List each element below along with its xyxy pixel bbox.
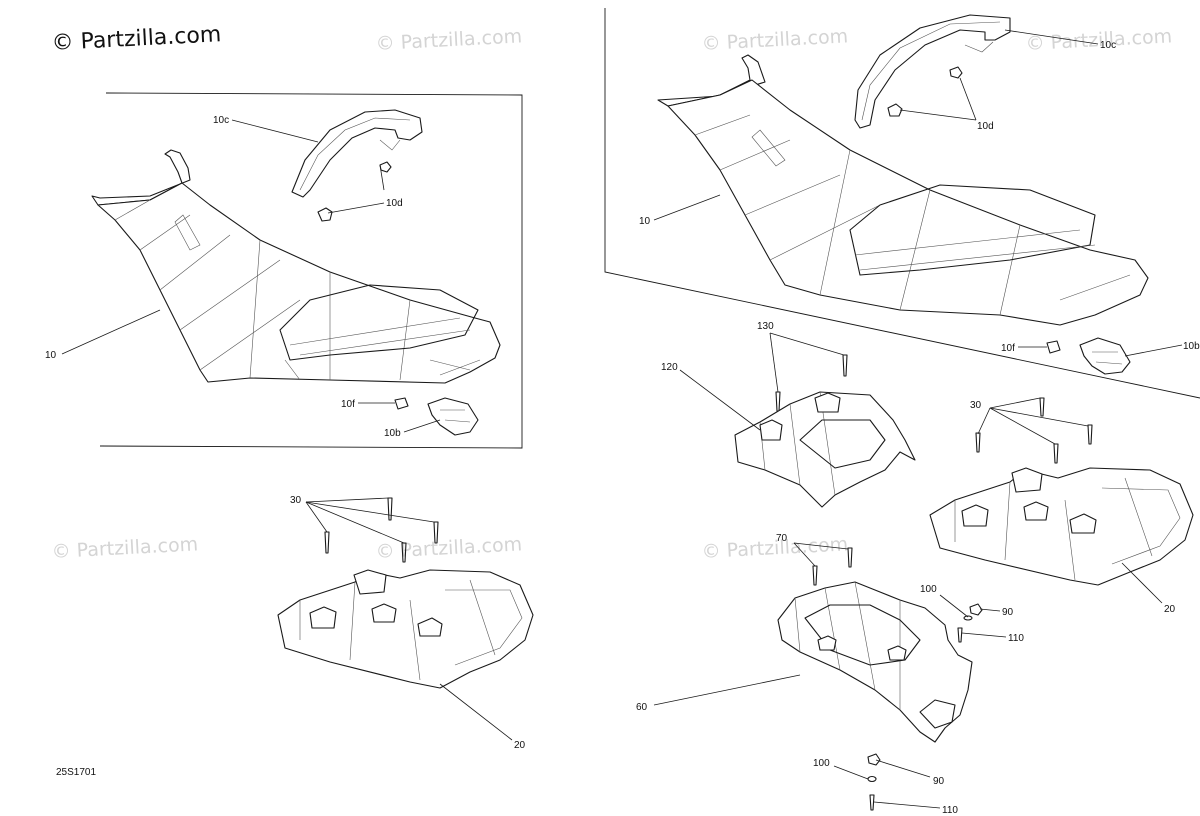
hardware-upper [957,603,983,643]
callout-60: 60 [636,702,648,713]
callout-90-upper: 90 [1002,607,1014,618]
callout-120: 120 [661,362,678,373]
callout-30-left: 30 [290,495,302,506]
callout-10f-right: 10f [1001,343,1015,354]
screws-70 [812,547,853,586]
strap-left [291,109,423,198]
left-seat-frame [99,92,523,449]
seat-left [91,149,501,384]
right-seat-frame [604,8,1200,399]
drawing-code: 25S1701 [56,767,96,778]
callout-labels: 10c 10d 10 10f 10b 30 20 10c 10d 10 10f … [45,40,1200,816]
latch-right-10b [1079,337,1131,375]
callout-100-lower: 100 [813,758,830,769]
latch-left-10b [427,397,479,436]
callout-90-lower: 90 [933,776,945,787]
seat-right [657,54,1149,326]
rack-right-20 [929,467,1194,586]
callout-20-left: 20 [514,740,526,751]
leader-lines [61,29,1183,809]
watermark-main: © Partzilla.com [51,22,222,56]
rack-left-20 [277,569,534,689]
callout-10b-left: 10b [384,428,401,439]
callout-20-right: 20 [1164,604,1176,615]
screws-left-30 [324,497,439,563]
callout-70: 70 [776,533,788,544]
watermark-faint-4: © Partzilla.com [51,533,199,563]
callout-130: 130 [757,321,774,332]
callout-10c-left: 10c [213,115,229,126]
tray-120 [734,391,916,508]
watermark-faint-1: © Partzilla.com [375,25,523,55]
watermark-faint-3: © Partzilla.com [1025,25,1173,55]
callout-110-lower: 110 [942,805,958,816]
hardware-lower [867,753,881,811]
callout-10b-right: 10b [1183,341,1200,352]
watermark-faint-6: © Partzilla.com [701,533,849,563]
callout-30-right: 30 [970,400,982,411]
callout-110-upper: 110 [1008,633,1024,644]
bracket-60 [777,581,973,743]
callout-100-upper: 100 [920,584,937,595]
callout-10-right: 10 [639,216,651,227]
bracket-left-10f [394,397,409,410]
clip-right-10d [887,66,963,117]
bracket-right-10f [1046,340,1061,354]
callout-10-left: 10 [45,350,57,361]
callout-10c-right: 10c [1100,40,1116,51]
watermark-faint-5: © Partzilla.com [375,533,523,563]
watermark-faint-2: © Partzilla.com [701,25,849,55]
callout-10f-left: 10f [341,399,355,410]
clip-left-10d [317,161,392,222]
callout-10d-left: 10d [386,198,403,209]
screws-right-30 [975,397,1093,464]
callout-10d-right: 10d [977,121,994,132]
strap-right [854,14,1011,129]
